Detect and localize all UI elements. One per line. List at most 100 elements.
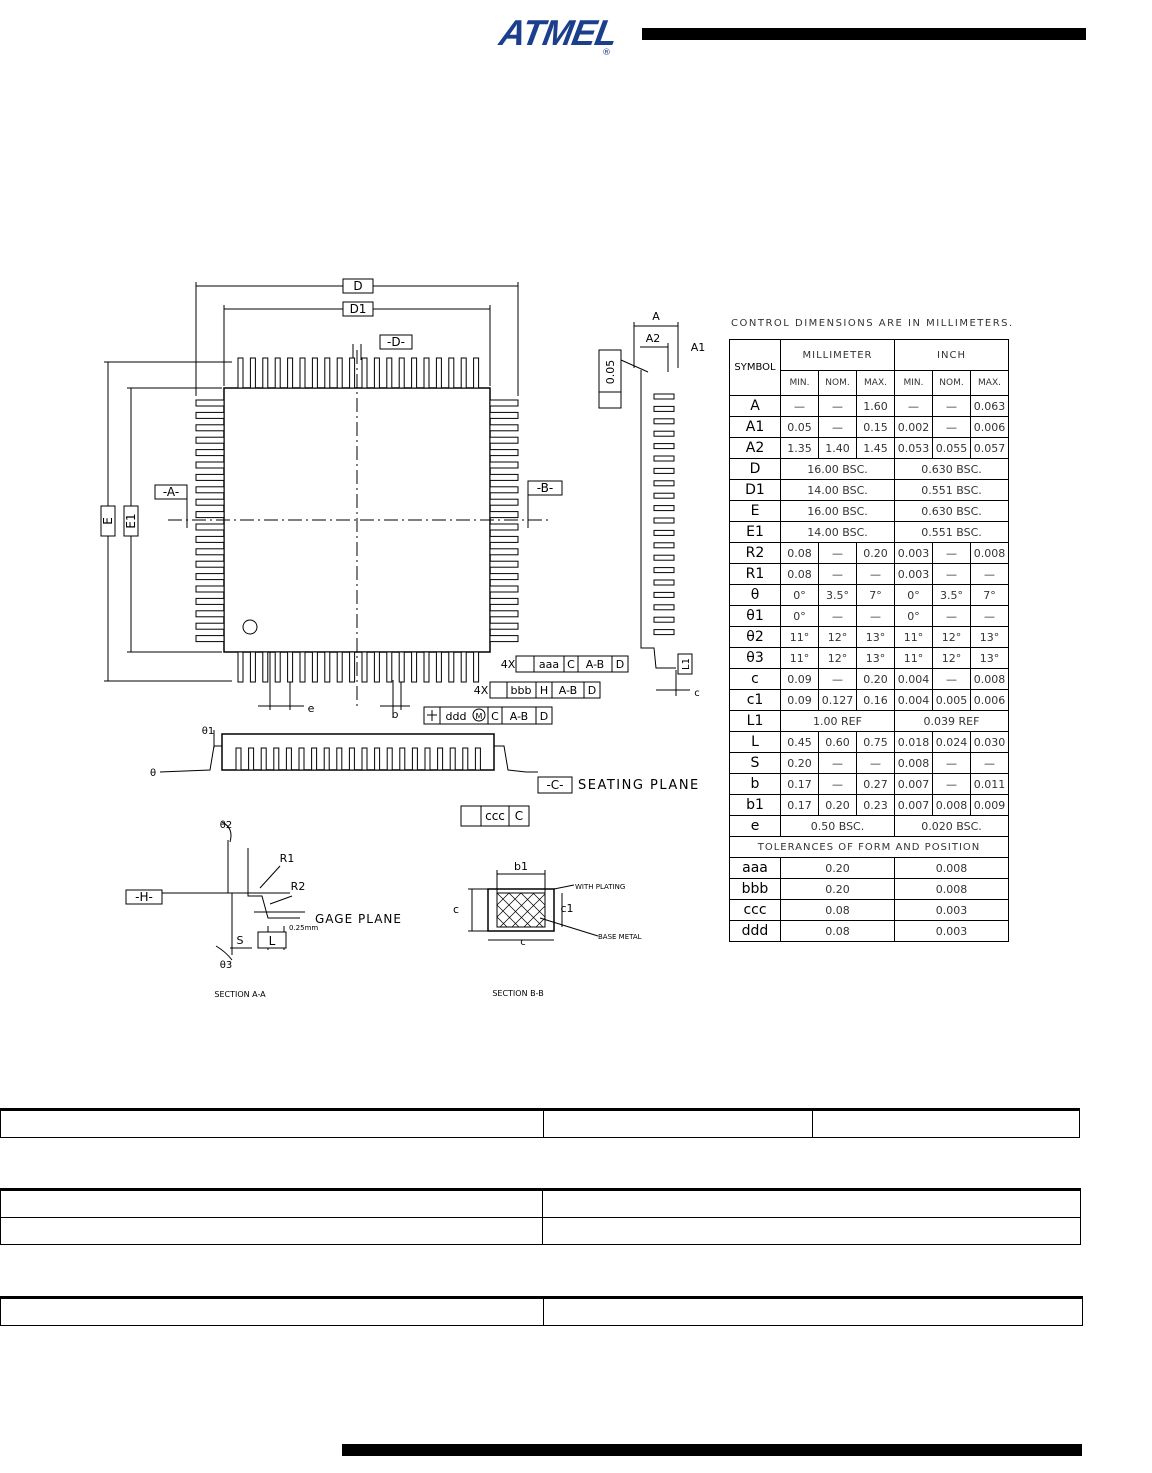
package-lead bbox=[361, 747, 368, 771]
row-symbol: θ1 bbox=[729, 605, 781, 627]
label-A1: A1 bbox=[691, 341, 706, 354]
section-aa-caption: SECTION A-A bbox=[214, 990, 266, 999]
table-title: CONTROL DIMENSIONS ARE IN MILLIMETERS. bbox=[731, 318, 1014, 329]
package-lead bbox=[473, 357, 480, 389]
package-lead bbox=[473, 651, 480, 683]
label-b: b bbox=[392, 708, 399, 721]
mm-header: MILLIMETER bbox=[780, 339, 895, 371]
package-lead bbox=[474, 747, 481, 771]
row-value: — bbox=[780, 395, 819, 417]
row-value-inch: 0.551 BSC. bbox=[894, 521, 1009, 543]
fcf2-datum2: A-B bbox=[559, 684, 577, 697]
row-symbol: θ3 bbox=[729, 647, 781, 669]
package-lead bbox=[285, 747, 292, 771]
row-value: 0.006 bbox=[970, 416, 1009, 438]
package-lead bbox=[324, 651, 331, 683]
row-value: 12° bbox=[818, 626, 857, 648]
package-lead bbox=[489, 411, 519, 419]
tolerance-mm: 0.08 bbox=[780, 920, 895, 942]
tolerance-symbol: ccc bbox=[729, 899, 781, 921]
label-E1: E1 bbox=[124, 513, 138, 528]
row-value: — bbox=[818, 542, 857, 564]
row-value: 0.23 bbox=[856, 794, 895, 816]
package-lead bbox=[489, 461, 519, 469]
info-table-3 bbox=[0, 1296, 1083, 1326]
row-value: 0.053 bbox=[894, 437, 933, 459]
fcf1-datum3: D bbox=[616, 658, 624, 671]
label-R2: R2 bbox=[291, 880, 306, 893]
package-lead bbox=[411, 357, 418, 389]
tolerance-inch: 0.008 bbox=[894, 878, 1009, 900]
row-value: 0.09 bbox=[780, 668, 819, 690]
label-D1: D1 bbox=[350, 302, 367, 316]
row-symbol: θ bbox=[729, 584, 781, 606]
label-c-bottom: c bbox=[520, 937, 526, 948]
row-value: 0.16 bbox=[856, 689, 895, 711]
package-lead bbox=[489, 573, 519, 581]
package-lead bbox=[195, 511, 225, 519]
row-value-mm: 1.00 REF bbox=[780, 710, 895, 732]
package-lead bbox=[423, 651, 430, 683]
row-value-inch: 0.630 BSC. bbox=[894, 500, 1009, 522]
gage-plane-label: GAGE PLANE bbox=[315, 912, 402, 926]
seating-plane-label: SEATING PLANE bbox=[578, 778, 700, 793]
package-lead bbox=[195, 449, 225, 457]
row-value: 0.007 bbox=[894, 773, 933, 795]
tolerance-inch: 0.008 bbox=[894, 857, 1009, 879]
row-symbol: b bbox=[729, 773, 781, 795]
with-plating-label: WITH PLATING bbox=[575, 883, 625, 891]
row-value: 0° bbox=[780, 605, 819, 627]
row-value: 0.055 bbox=[932, 437, 971, 459]
package-lead bbox=[195, 622, 225, 630]
package-lead bbox=[237, 357, 244, 389]
package-lead bbox=[386, 651, 393, 683]
package-lead bbox=[348, 747, 355, 771]
package-lead bbox=[195, 424, 225, 432]
package-lead bbox=[299, 357, 306, 389]
package-lead bbox=[374, 747, 381, 771]
package-lead bbox=[336, 357, 343, 389]
row-value: 0.008 bbox=[894, 752, 933, 774]
info-cell bbox=[0, 1109, 544, 1138]
row-value: 0.008 bbox=[970, 668, 1009, 690]
row-value-inch: 0.630 BSC. bbox=[894, 458, 1009, 480]
row-symbol: θ2 bbox=[729, 626, 781, 648]
row-symbol: L bbox=[729, 731, 781, 753]
label-c1: c1 bbox=[560, 902, 573, 915]
label-c-elev: c bbox=[694, 688, 700, 699]
info-cell bbox=[543, 1297, 1083, 1326]
datum-H: -H- bbox=[135, 890, 153, 904]
package-lead bbox=[653, 505, 675, 512]
package-lead bbox=[195, 610, 225, 618]
info-cell bbox=[542, 1189, 1081, 1218]
row-value: 13° bbox=[970, 647, 1009, 669]
row-value: — bbox=[932, 395, 971, 417]
package-lead bbox=[435, 357, 442, 389]
row-value: 11° bbox=[780, 626, 819, 648]
row-value: 12° bbox=[818, 647, 857, 669]
row-value-mm: 16.00 BSC. bbox=[780, 500, 895, 522]
label-L1: L1 bbox=[681, 658, 692, 670]
package-lead bbox=[423, 357, 430, 389]
package-lead bbox=[311, 357, 318, 389]
tolerance-inch: 0.003 bbox=[894, 899, 1009, 921]
row-value: 0.127 bbox=[818, 689, 857, 711]
package-lead bbox=[489, 635, 519, 643]
row-value: 1.45 bbox=[856, 437, 895, 459]
info-table-1 bbox=[0, 1108, 1080, 1138]
package-lead bbox=[386, 357, 393, 389]
package-lead bbox=[489, 498, 519, 506]
row-value-inch: 0.551 BSC. bbox=[894, 479, 1009, 501]
row-symbol: R1 bbox=[729, 563, 781, 585]
row-value: 1.40 bbox=[818, 437, 857, 459]
label-theta1: θ1 bbox=[202, 726, 214, 737]
package-lead bbox=[249, 357, 256, 389]
row-value: 0.007 bbox=[894, 794, 933, 816]
